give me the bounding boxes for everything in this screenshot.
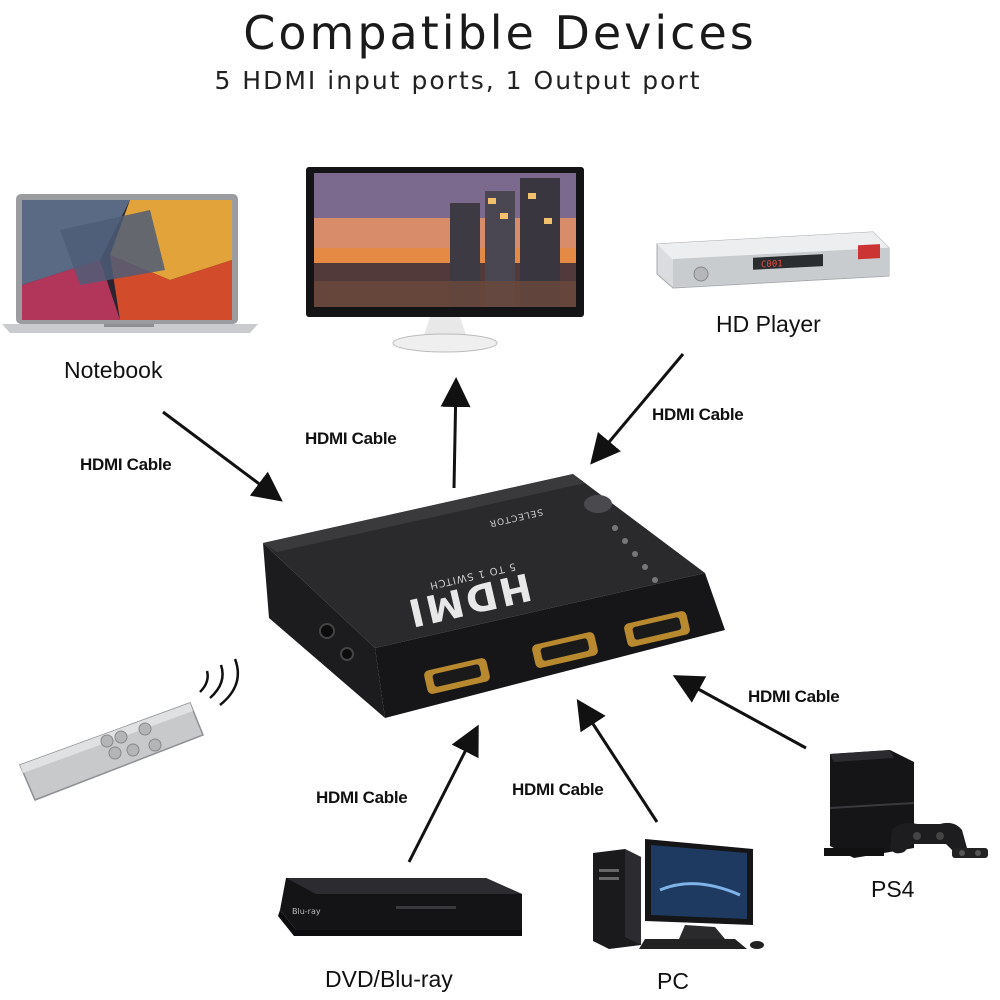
cable-label-ps4: HDMI Cable <box>748 687 839 707</box>
arrow-hub-to-monitor <box>454 383 456 488</box>
cable-label-dvd: HDMI Cable <box>316 788 407 808</box>
cable-label-pc: HDMI Cable <box>512 780 603 800</box>
cable-label-monitor: HDMI Cable <box>305 429 396 449</box>
cable-label-notebook: HDMI Cable <box>80 455 171 475</box>
arrow-pc-to-hub <box>580 704 657 822</box>
cable-label-hd-player: HDMI Cable <box>652 405 743 425</box>
arrow-notebook-to-hub <box>163 412 278 498</box>
arrow-dvd-to-hub <box>409 730 476 862</box>
